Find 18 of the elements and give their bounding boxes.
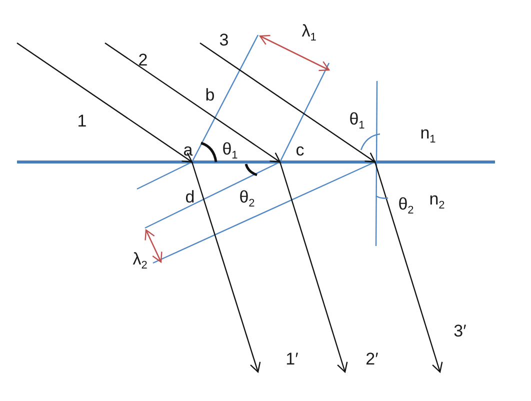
point-label: c <box>296 142 304 158</box>
angle-label: θ$_{1}$ <box>349 110 365 132</box>
point-label: a <box>183 142 193 158</box>
point-label: b <box>205 86 215 104</box>
angle-label: θ$_{2}$ <box>398 195 414 217</box>
ray-number: 3′ <box>454 322 466 340</box>
refractive-index-label: n$_{2}$ <box>429 190 445 212</box>
wavelength-label: λ$_{2}$ <box>132 250 148 272</box>
angle-label: θ$_{2}$ <box>239 188 255 210</box>
ray-number: 3 <box>219 32 229 48</box>
ray-number: 1′ <box>286 350 298 368</box>
ray-number: 2 <box>138 52 148 68</box>
wavelength-label: λ$_{1}$ <box>302 22 316 44</box>
ray-number: 1 <box>77 112 87 130</box>
point-label: d <box>185 188 195 206</box>
angle-label: θ$_{1}$ <box>222 140 238 162</box>
ray-number: 2′ <box>366 350 378 368</box>
refractive-index-label: n$_{1}$ <box>420 124 436 146</box>
